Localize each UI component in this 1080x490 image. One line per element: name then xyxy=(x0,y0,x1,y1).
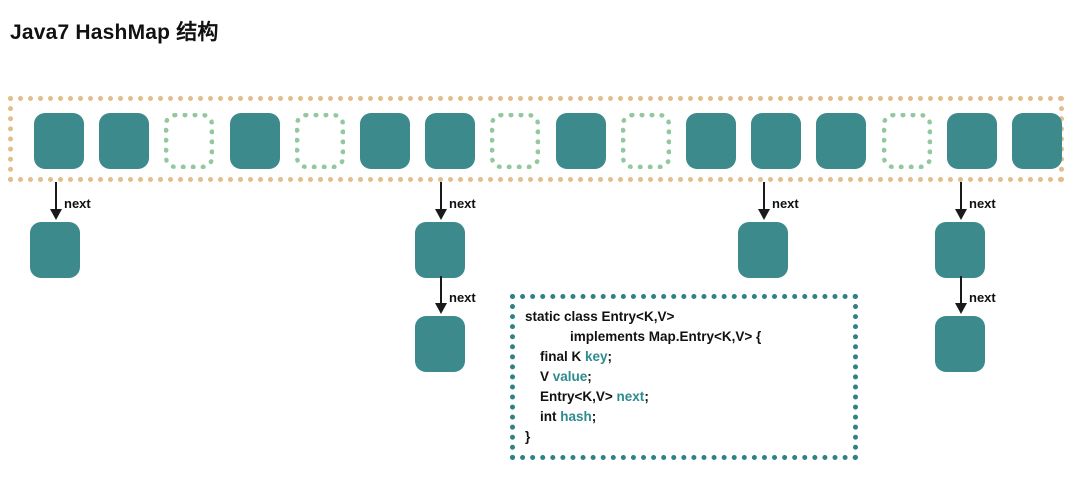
bucket-cell-9-empty[interactable] xyxy=(620,113,671,169)
bucket-cell-3-occupied[interactable] xyxy=(229,113,280,169)
code-line-6: } xyxy=(525,427,847,447)
bucket-array-cells xyxy=(13,101,1062,177)
arrow-head xyxy=(50,209,62,220)
next-label: next xyxy=(449,196,476,211)
bucket-cell-10-occupied[interactable] xyxy=(686,113,736,169)
code-text: Entry<K,V> xyxy=(525,389,617,404)
code-text: static class Entry<K,V> xyxy=(525,309,675,324)
code-text: ; xyxy=(587,369,592,384)
arrow-head xyxy=(955,303,967,314)
next-label: next xyxy=(969,290,996,305)
code-line-4: Entry<K,V> next; xyxy=(525,387,847,407)
code-line-3: V value; xyxy=(525,367,847,387)
arrow-head xyxy=(435,209,447,220)
bucket-cell-7-empty[interactable] xyxy=(490,113,541,169)
entry-node-6-1[interactable] xyxy=(415,316,465,372)
bucket-cell-2-empty[interactable] xyxy=(164,113,215,169)
code-text: ; xyxy=(644,389,649,404)
code-text: } xyxy=(525,429,531,444)
bucket-cell-13-empty[interactable] xyxy=(881,113,932,169)
code-text: int xyxy=(525,409,561,424)
next-label: next xyxy=(64,196,91,211)
code-text: final K xyxy=(525,349,586,364)
bucket-cell-14-occupied[interactable] xyxy=(946,113,997,169)
arrow-head xyxy=(758,209,770,220)
code-line-1: implements Map.Entry<K,V> { xyxy=(525,327,847,347)
arrow-shaft xyxy=(960,276,962,306)
code-line-5: int hash; xyxy=(525,407,847,427)
entry-class-code-block: static class Entry<K,V> implements Map.E… xyxy=(510,294,858,460)
next-label: next xyxy=(969,196,996,211)
code-text: V xyxy=(525,369,553,384)
arrow-shaft xyxy=(55,182,57,212)
bucket-cell-0-occupied[interactable] xyxy=(34,113,84,169)
entry-node-11-0[interactable] xyxy=(738,222,788,278)
code-line-0: static class Entry<K,V> xyxy=(525,307,847,327)
entry-node-0-0[interactable] xyxy=(30,222,80,278)
bucket-cell-1-occupied[interactable] xyxy=(99,113,150,169)
bucket-cell-12-occupied[interactable] xyxy=(816,113,867,169)
bucket-cell-15-occupied[interactable] xyxy=(1012,113,1062,169)
code-text: ; xyxy=(607,349,613,364)
bucket-cell-11-occupied[interactable] xyxy=(751,113,802,169)
arrow-head xyxy=(955,209,967,220)
entry-node-14-0[interactable] xyxy=(935,222,985,278)
arrow-shaft xyxy=(960,182,962,212)
bucket-cell-6-occupied[interactable] xyxy=(425,113,476,169)
next-arrow-icon: next xyxy=(50,182,96,220)
bucket-cell-5-occupied[interactable] xyxy=(360,113,410,169)
next-arrow-icon: next xyxy=(435,276,481,314)
code-field-name: next xyxy=(616,389,645,404)
code-text: ; xyxy=(591,409,597,424)
arrow-shaft xyxy=(763,182,765,212)
code-field-name: key xyxy=(585,349,608,364)
arrow-shaft xyxy=(440,182,442,212)
entry-node-6-0[interactable] xyxy=(415,222,465,278)
next-label: next xyxy=(772,196,799,211)
next-label: next xyxy=(449,290,476,305)
page-title: Java7 HashMap 结构 xyxy=(10,21,219,44)
next-arrow-icon: next xyxy=(435,182,481,220)
code-line-2: final K key; xyxy=(525,347,847,367)
code-field-name: value xyxy=(552,369,588,384)
entry-node-14-1[interactable] xyxy=(935,316,985,372)
next-arrow-icon: next xyxy=(758,182,804,220)
next-arrow-icon: next xyxy=(955,182,1001,220)
next-arrow-icon: next xyxy=(955,276,1001,314)
arrow-shaft xyxy=(440,276,442,306)
bucket-cell-4-empty[interactable] xyxy=(294,113,345,169)
bucket-cell-8-occupied[interactable] xyxy=(555,113,606,169)
code-text: implements Map.Entry<K,V> { xyxy=(525,329,762,344)
arrow-head xyxy=(435,303,447,314)
bucket-array-container xyxy=(8,96,1064,182)
code-field-name: hash xyxy=(560,409,592,424)
